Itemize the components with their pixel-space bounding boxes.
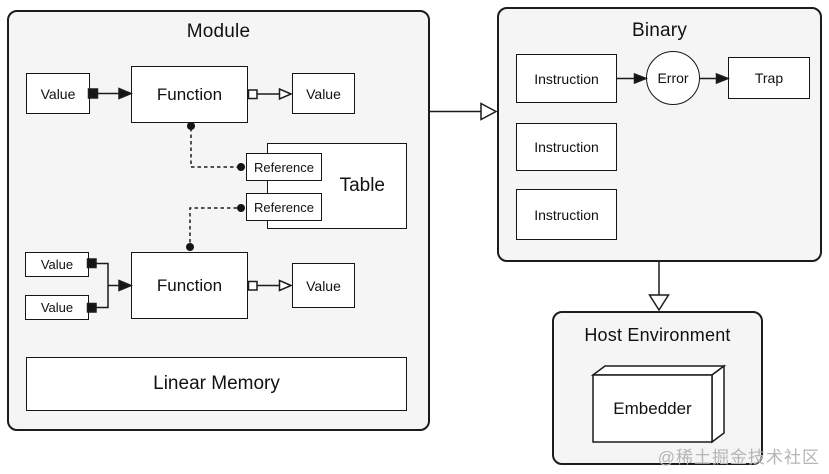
- function-node-top: Function: [131, 66, 248, 123]
- instruction-node-2: Instruction: [516, 123, 617, 171]
- reference-node-1: Reference: [246, 153, 322, 181]
- instruction-node-3: Instruction: [516, 189, 617, 240]
- host-environment-title: Host Environment: [584, 325, 731, 345]
- binary-title: Binary: [631, 20, 688, 41]
- trap-node: Trap: [728, 57, 810, 99]
- arrow-binary-to-host: [648, 262, 670, 312]
- value-node-top-input: Value: [26, 73, 90, 114]
- value-node-top-output: Value: [292, 73, 355, 114]
- instruction-node-1: Instruction: [516, 54, 617, 103]
- linear-memory-node: Linear Memory: [26, 357, 407, 411]
- function-node-bottom: Function: [131, 252, 248, 319]
- value-node-bottom-input-1: Value: [25, 252, 89, 277]
- value-node-bottom-input-2: Value: [25, 295, 89, 320]
- module-title: Module: [186, 21, 251, 42]
- error-node: Error: [646, 51, 700, 105]
- value-node-bottom-output: Value: [292, 263, 355, 308]
- reference-node-2: Reference: [246, 193, 322, 221]
- embedder-node-label: Embedder: [613, 398, 692, 418]
- arrow-module-to-binary: [430, 102, 498, 121]
- watermark-text: @稀土掘金技术社区: [657, 448, 820, 467]
